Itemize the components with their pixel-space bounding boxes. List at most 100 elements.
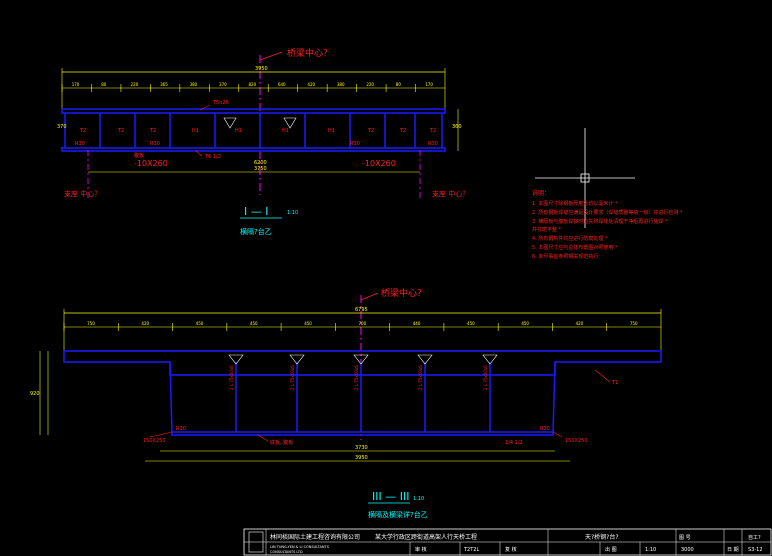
sec1-title: I — I xyxy=(244,205,268,218)
sec3-right-wing: T1 xyxy=(611,380,618,386)
sec1-dim-label: 380 xyxy=(337,82,345,87)
notes-item-4: 并打磨平整 * xyxy=(532,226,562,233)
sec3-bottom-ref: 1/4 1/2 xyxy=(505,440,523,446)
section-1-1: 桥梁中心？ 3950 170 80 220 365 380 370 820 640 420 380… xyxy=(57,47,469,236)
sec3-dim-label: 450 xyxy=(467,321,475,326)
notes-item-7: 6. 未尽事宜参照相关规范执行： xyxy=(532,253,603,260)
sec1-left-height: 370 xyxy=(57,124,67,130)
sec1-dim-label: 820 xyxy=(249,82,257,87)
sec3-dim-label: 450 xyxy=(521,321,529,326)
sec3-stiffener xyxy=(482,354,498,365)
sec1-top-flange xyxy=(61,108,446,114)
sec1-dim-label: 380 xyxy=(190,82,198,87)
sec1-tag-r30-2: R30 xyxy=(150,141,160,147)
sec3-stiffener xyxy=(353,354,369,365)
sec1-dim-label: 80 xyxy=(101,82,107,87)
sec1-stiffener xyxy=(223,117,237,129)
sec1-plate-right: -10X260 xyxy=(362,159,396,168)
sec1-overall-dim: 3950 xyxy=(255,66,268,72)
sec3-stiffener xyxy=(289,354,305,365)
sec3-left-tag2: 150X250 xyxy=(143,438,166,444)
sec3-dim-label: 420 xyxy=(576,321,584,326)
notes-item-3: 3. 横隔板与腹板焊接时应先将焊缝处清理干净后再进行施焊 * xyxy=(532,218,668,225)
title-block: 林同棪国际土建工程咨询有限公司 某大学行政区跨街道高架人行天桥工程 LIN TU… xyxy=(243,528,772,556)
tb-value-4: S3-12 xyxy=(748,547,763,553)
sec1-diaphragm-label: H1 xyxy=(235,128,242,134)
sec1-webs xyxy=(99,113,416,148)
sec3-overall-dim: 6795 xyxy=(355,307,368,313)
sec3-center-label: 桥梁中心？ xyxy=(381,287,426,299)
sec3-bottom-mid: 3950 xyxy=(355,455,368,461)
notes-item-2: 2. 所有钢板焊缝应满足设计要求（焊缝质量等级一级）并进行检测 * xyxy=(532,209,683,216)
notes-item-5: 4. 所有钢构件均应进行防腐处理 * xyxy=(532,235,608,242)
sec1-center-label: 桥梁中心？ xyxy=(287,47,332,59)
tb-label-4: 出 图 xyxy=(605,546,617,553)
sec1-diaphragm-label: T2 xyxy=(429,128,436,134)
sec3-rib-label: 2 L 75x50x6 xyxy=(354,365,359,390)
sec1-note-top: T5h26 xyxy=(212,100,229,106)
sec3-dim-label: 440 xyxy=(413,321,421,326)
sec3-scale: 1:10 xyxy=(413,496,424,502)
sec3-stiffener xyxy=(228,354,244,365)
sec3-rib-label: 2 L 75x50x6 xyxy=(229,365,234,390)
cursor-crosshair xyxy=(535,128,635,228)
tb-label-1: 审 核 xyxy=(415,546,427,553)
tb-value-1: T2T2L xyxy=(463,547,479,553)
sec3-bottom-overall: 3730 xyxy=(355,445,368,451)
sec1-bottom-overall: 3750 xyxy=(254,166,267,172)
sec3-dim-label: 750 xyxy=(87,321,95,326)
sec1-diaphragm-label: T2 xyxy=(79,128,86,134)
notes-heading: 说明： xyxy=(532,189,550,197)
sec3-rib-label: 2 L 75x50x6 xyxy=(483,365,488,390)
sec3-bottom-flange xyxy=(171,431,554,436)
sec1-bottom-mid: 6200 xyxy=(254,160,267,166)
sec3-dim-label: 450 xyxy=(304,321,312,326)
sec1-ref-mid: T6 1/2 xyxy=(204,154,221,160)
tb-label-2: 复 核 xyxy=(505,546,517,553)
sec1-diaphragm-label: T2 xyxy=(367,128,374,134)
sec1-diaphragm-label: T2 xyxy=(149,128,156,134)
sec1-dim-label: 420 xyxy=(307,82,315,87)
notes-block: 说明： 1. 本图尺寸除钢板厚度外均以毫米计 * 2. 所有钢板焊缝应满足设计要… xyxy=(532,189,683,260)
sec1-right-support: 支座 中心？ xyxy=(432,189,469,198)
sec1-bottom-flange xyxy=(61,147,446,152)
sec1-diaphragm-label: H1 xyxy=(282,128,289,134)
notes-item-1: 1. 本图尺寸除钢板厚度外均以毫米计 * xyxy=(532,200,618,207)
sec3-left-height: 920 xyxy=(30,391,40,397)
sec1-dim-label: 370 xyxy=(219,82,227,87)
sec3-rib-label: 2 L 75x50x6 xyxy=(290,365,295,390)
tb-company: 林同棪国际土建工程咨询有限公司 xyxy=(270,533,360,541)
sec1-scale: 1:10 xyxy=(287,210,298,216)
notes-item-6: 5. 本图尺寸应与总体布置图对照使用 * xyxy=(532,244,618,251)
sec1-dim-label: 365 xyxy=(160,82,168,87)
sec3-left-tag: R30 xyxy=(176,426,186,432)
sec1-dim-label: 80 xyxy=(396,82,402,87)
sec1-dim-label: 170 xyxy=(425,82,433,87)
sec3-dim-label: 700 xyxy=(359,321,367,326)
sec3-dim-label: 450 xyxy=(196,321,204,326)
sec1-left-support: 支座 中心？ xyxy=(64,189,101,198)
sec1-tag-r30-4: R30 xyxy=(428,141,438,147)
tb-small-2: CONSULTANTS LTD xyxy=(270,550,303,554)
sec1-stiffener xyxy=(283,117,297,129)
sec3-subtitle: 横隔及横梁详?台乙 xyxy=(368,510,428,519)
sec1-dim-label: 220 xyxy=(366,82,374,87)
sec1-diaphragm-label: H1 xyxy=(192,128,199,134)
sec1-subtitle: 横隔?台乙 xyxy=(240,227,272,236)
tb-value-5: 自工? xyxy=(748,534,761,541)
sec3-right-tag2: 150X250 xyxy=(565,438,588,444)
sec1-dim-label: 640 xyxy=(278,82,286,87)
sec1-dim-label: 220 xyxy=(131,82,139,87)
sec1-dim-label: 170 xyxy=(72,82,80,87)
tb-value-2: 1:10 xyxy=(645,547,656,553)
tb-label-5: 日 期 xyxy=(727,547,739,553)
sec1-tag-r30-3: R30 xyxy=(350,141,360,147)
sec3-rib-label: 2 L 75x50x6 xyxy=(418,365,423,390)
tb-project: 某大学行政区跨街道高架人行天桥工程 xyxy=(375,533,477,541)
sec3-stiffener xyxy=(417,354,433,365)
sec1-plate-left: -10X260 xyxy=(134,159,168,168)
